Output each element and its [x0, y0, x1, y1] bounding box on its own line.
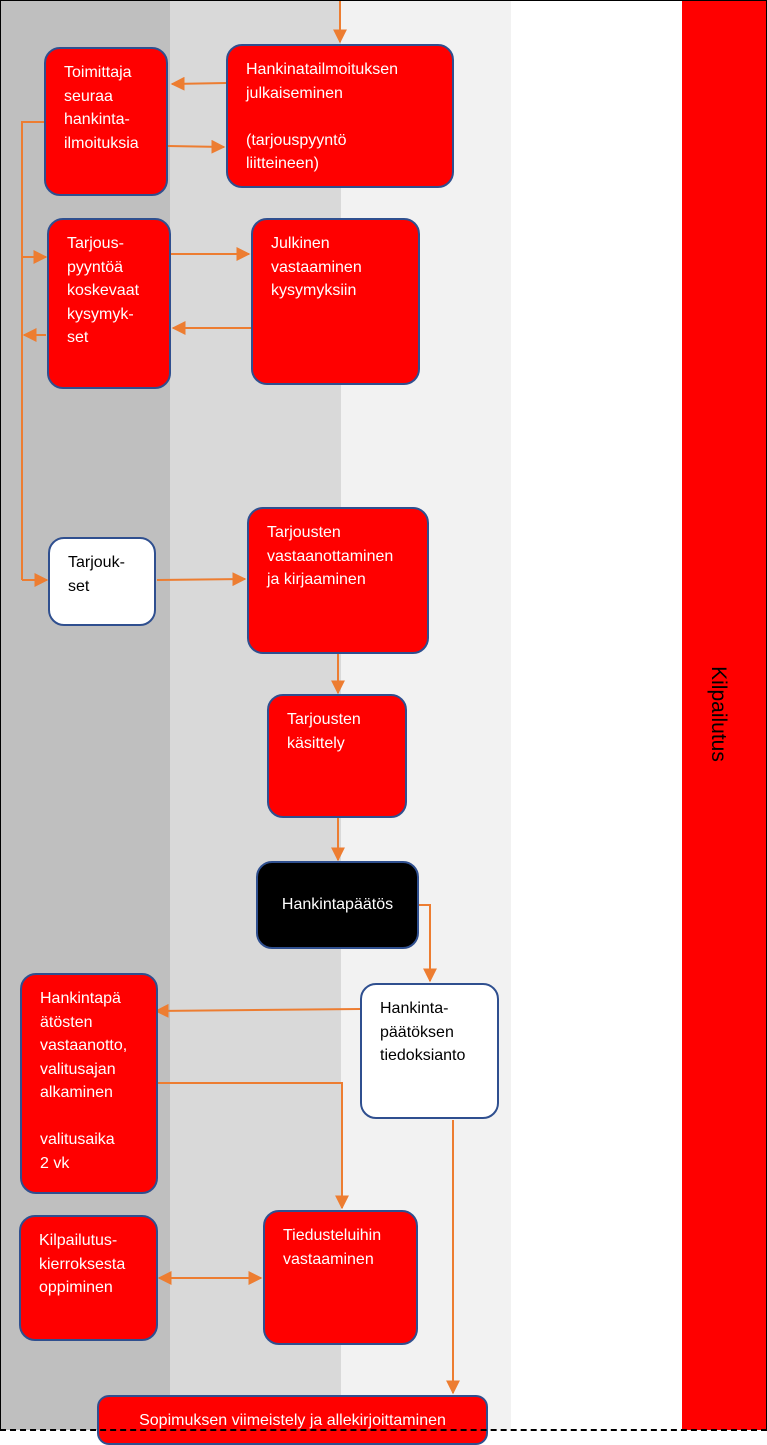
node-vastaaminen: Julkinen vastaaminen kysymyksiin: [251, 218, 420, 385]
arrow-left-rail: [21, 121, 44, 580]
node-tiedusteluihin: Tiedusteluihin vastaaminen: [263, 1210, 418, 1345]
node-oppiminen: Kilpailutus- kierroksesta oppiminen: [19, 1215, 158, 1341]
node-kasittely: Tarjousten käsittely: [267, 694, 407, 818]
arrow-tiedoksianto-to-hankintapaatos: [154, 1003, 361, 1018]
arrow-julkaisu-to-toimittaja: [170, 76, 227, 91]
arrow-toimittaja-to-julkaisu: [167, 139, 226, 154]
node-paatos: Hankintapäätös: [256, 861, 419, 949]
lane-kilpailutus: [682, 0, 767, 1430]
node-vastaanotto: Hankintapä ätösten vastaanotto, valitusa…: [20, 973, 158, 1194]
arrow-hankintapaatos-to-tiedustelut: [157, 1082, 349, 1210]
node-julkaiseminen: Hankinatailmoituksen julkaiseminen (tarj…: [226, 44, 454, 188]
arrow-tarjoukset-to-vastaanotto: [156, 572, 247, 587]
node-vastaanottaminen: Tarjousten vastaanottaminen ja kirjaamin…: [247, 507, 429, 654]
node-sopimus: Sopimuksen viimeistely ja allekirjoittam…: [97, 1395, 488, 1445]
lane-4: [511, 0, 682, 1430]
node-toimittaja: Toimittaja seuraa hankinta- ilmoituksia: [44, 47, 168, 196]
node-kysymykset: Tarjous- pyyntöä koskevaat kysymyk- set: [47, 218, 171, 389]
arrow-paatos-to-tiedoksianto: [419, 904, 437, 983]
node-tarjoukset: Tarjouk- set: [48, 537, 156, 626]
node-tiedoksianto: Hankinta- päätöksen tiedoksianto: [360, 983, 499, 1119]
